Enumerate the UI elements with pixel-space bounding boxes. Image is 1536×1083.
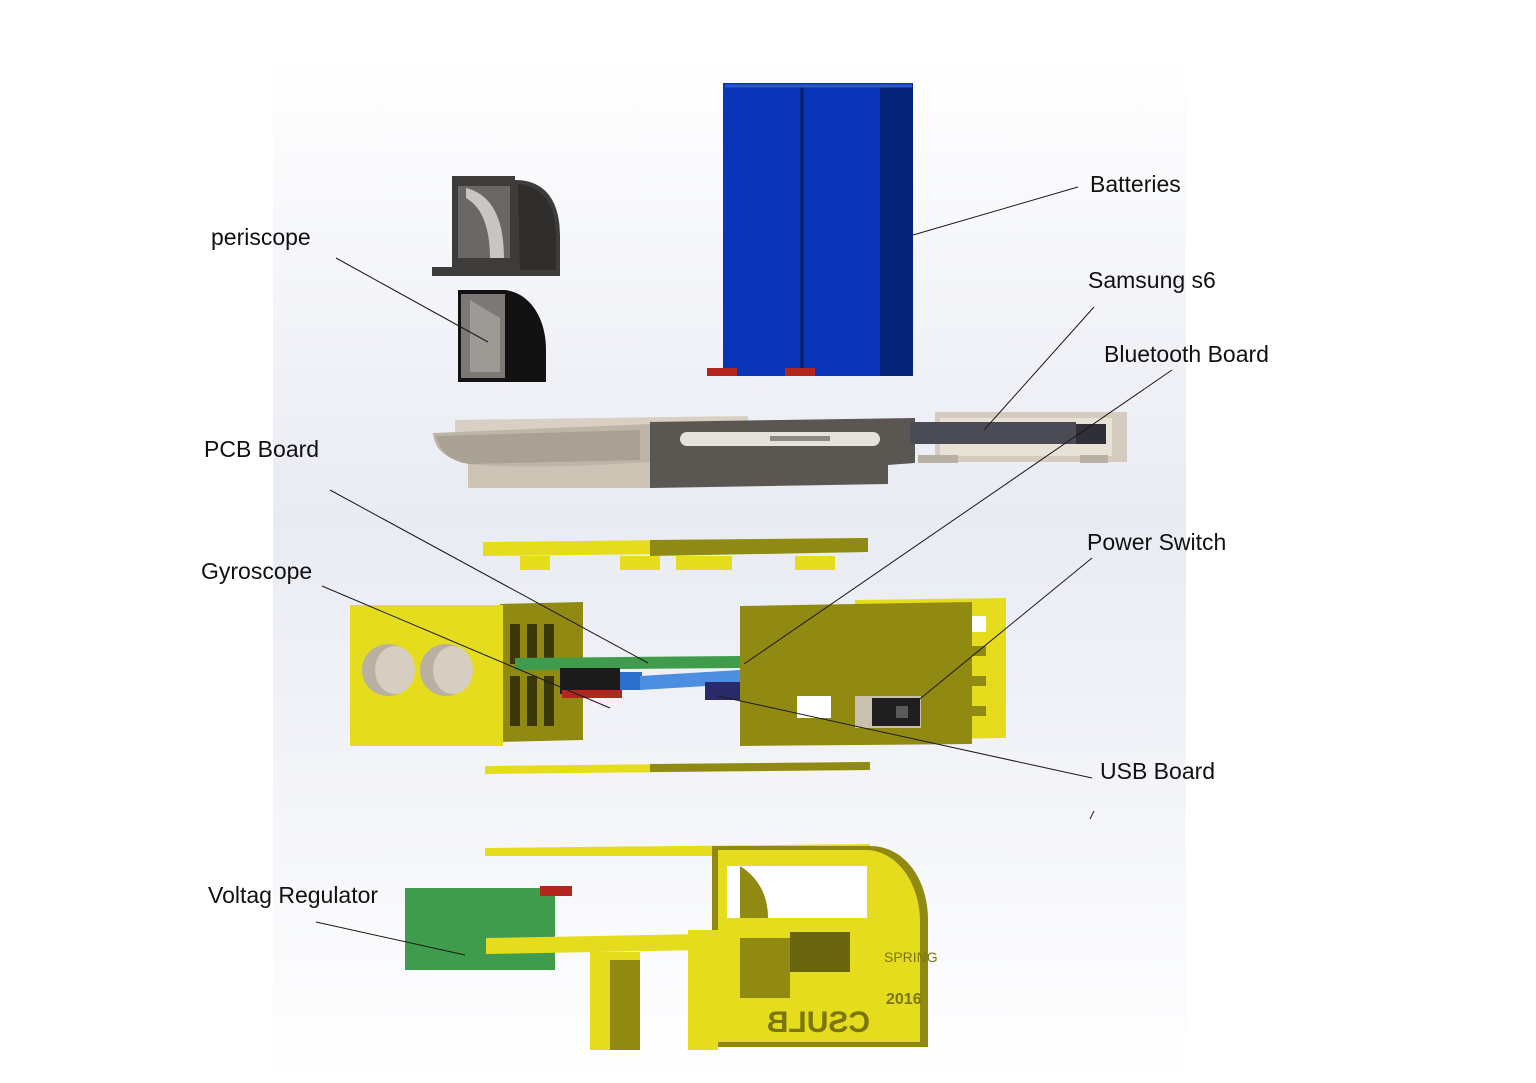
periscope-lower-part bbox=[458, 290, 546, 382]
base-assembly-part: SPRING 2016 CSULB bbox=[405, 844, 938, 1050]
engraving-spring: SPRING bbox=[884, 949, 938, 965]
batteries-part bbox=[707, 83, 913, 376]
label-bluetooth-board: Bluetooth Board bbox=[1104, 341, 1269, 367]
label-samsung: Samsung s6 bbox=[1088, 267, 1216, 293]
label-power-switch: Power Switch bbox=[1087, 529, 1227, 555]
leader-samsung bbox=[983, 306, 1095, 431]
leader-voltage bbox=[315, 921, 466, 956]
leader-usb bbox=[717, 695, 1093, 779]
label-voltage-regulator: Voltag Regulator bbox=[208, 882, 379, 908]
engraving-school: CSULB bbox=[767, 1006, 870, 1039]
leader-bluetooth bbox=[743, 369, 1173, 665]
left-housing-part bbox=[350, 602, 583, 746]
leader-batteries bbox=[912, 186, 1079, 236]
internal-boards bbox=[515, 656, 743, 700]
upper-yellow-plate bbox=[483, 538, 868, 570]
phone-holder-part bbox=[433, 412, 1127, 488]
leader-periscope bbox=[335, 257, 489, 343]
label-gyroscope: Gyroscope bbox=[201, 558, 313, 584]
label-pcb-board: PCB Board bbox=[204, 436, 320, 462]
label-periscope: periscope bbox=[211, 224, 311, 250]
label-batteries: Batteries bbox=[1090, 171, 1181, 197]
leader-gyro bbox=[321, 585, 611, 709]
right-housing-part bbox=[740, 598, 1006, 746]
leader-lines bbox=[315, 186, 1173, 956]
engraving-year: 2016 bbox=[886, 991, 922, 1008]
lower-thin-plate bbox=[485, 762, 870, 774]
periscope-upper-part bbox=[432, 176, 560, 276]
leader-power bbox=[909, 557, 1093, 708]
label-usb-board: USB Board bbox=[1100, 758, 1216, 784]
leader-pcb bbox=[329, 489, 649, 664]
stray-tick bbox=[1089, 810, 1095, 820]
